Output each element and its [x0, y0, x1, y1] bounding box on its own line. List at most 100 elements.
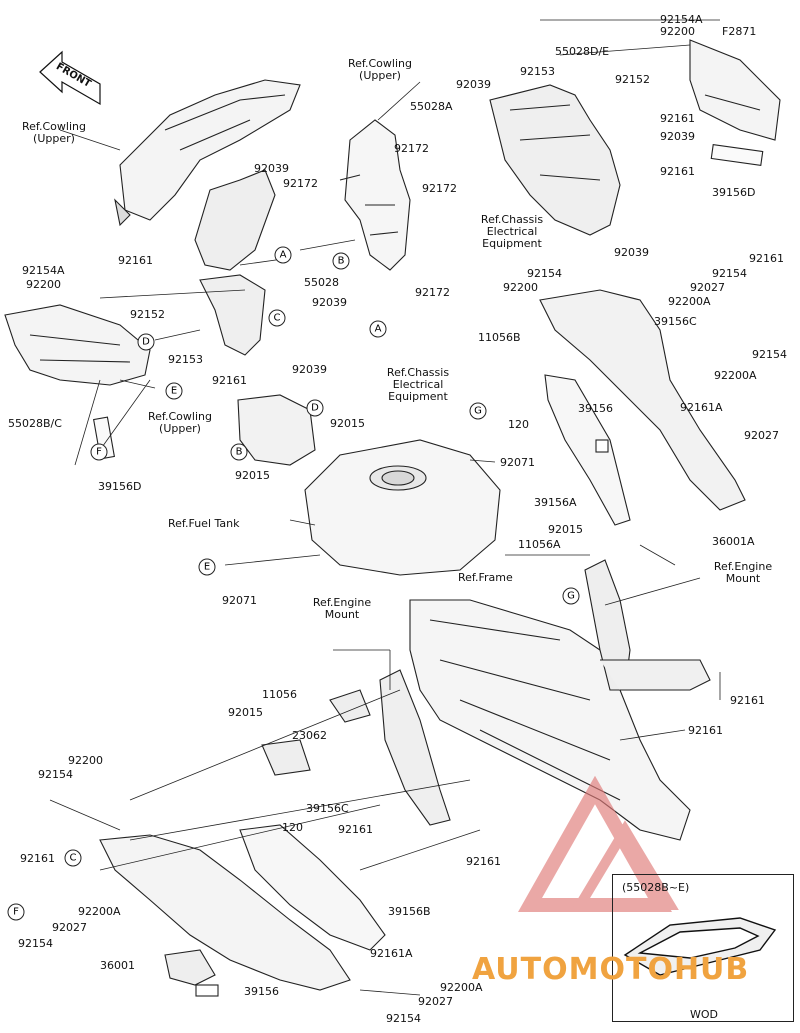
front-arrow-icon — [39, 50, 101, 106]
callout-e: E — [198, 558, 216, 576]
callout-b: B — [332, 252, 350, 270]
part-label: 55028D/E — [555, 45, 610, 58]
figure-code: F2871 — [722, 25, 757, 38]
part-label: 92200 — [503, 281, 538, 294]
part-label: 39156 — [578, 402, 613, 415]
part-label: 39156B — [388, 905, 431, 918]
part-label: 92027 — [52, 921, 87, 934]
part-label: 92154A — [660, 13, 703, 26]
inset-caption: (55028B~E) — [622, 881, 690, 894]
callout-a: A — [274, 246, 292, 264]
part-label: 92154 — [386, 1012, 421, 1025]
part-label: 23062 — [292, 729, 327, 742]
part-label: 92015 — [235, 469, 270, 482]
part-label: 92172 — [415, 286, 450, 299]
ref-label: Ref.Frame — [458, 571, 513, 584]
part-label: 92200 — [26, 278, 61, 291]
part-label: 92161 — [730, 694, 765, 707]
part-label: 92154 — [18, 937, 53, 950]
part-label: 36001 — [100, 959, 135, 972]
callout-g: G — [562, 587, 580, 605]
ref-label: Ref.Chassis Electrical Equipment — [480, 213, 544, 250]
part-label: 92172 — [394, 142, 429, 155]
part-label: 92200A — [440, 981, 483, 994]
part-label: 92027 — [418, 995, 453, 1008]
ref-label: Ref.Cowling (Upper) — [148, 410, 212, 435]
lower-side-cowl-part — [99, 824, 386, 997]
part-label: 92161 — [466, 855, 501, 868]
callout-b: B — [230, 443, 248, 461]
callout-f: F — [7, 903, 25, 921]
55028bc-part — [4, 304, 151, 460]
part-label: 92153 — [520, 65, 555, 78]
part-label: 92039 — [614, 246, 649, 259]
part-label: 92153 — [168, 353, 203, 366]
part-label: 92161 — [688, 724, 723, 737]
part-label: 120 — [508, 418, 529, 431]
part-label: 92161 — [660, 165, 695, 178]
upper-bracket-part — [339, 119, 411, 271]
part-label: 92200A — [668, 295, 711, 308]
bracket-11056-part — [261, 689, 371, 776]
part-label: 92039 — [312, 296, 347, 309]
part-label: 92161 — [20, 852, 55, 865]
ref-label: Ref.Engine Mount — [312, 596, 372, 621]
part-label: 55028A — [410, 100, 453, 113]
part-label: 92015 — [228, 706, 263, 719]
part-label: 92027 — [744, 429, 779, 442]
callout-c: C — [64, 849, 82, 867]
bracket-d-part — [237, 394, 316, 466]
part-label: 92161 — [118, 254, 153, 267]
fuel-tank-part — [304, 439, 501, 576]
part-label: 92161 — [338, 823, 373, 836]
part-label: 11056 — [262, 688, 297, 701]
inset-box — [612, 874, 794, 1022]
part-label: 39156 — [244, 985, 279, 998]
part-label: 92015 — [330, 417, 365, 430]
callout-g: G — [469, 402, 487, 420]
part-label: 36001A — [712, 535, 755, 548]
watermark-logo-icon — [518, 775, 679, 912]
part-label: 92154 — [712, 267, 747, 280]
part-label: 92039 — [456, 78, 491, 91]
upper-inner-cowl-part — [114, 79, 301, 356]
part-label: 92161A — [370, 947, 413, 960]
part-label: 92154 — [38, 768, 73, 781]
part-label: 92154A — [22, 264, 65, 277]
callout-d: D — [137, 333, 155, 351]
part-label: 39156D — [98, 480, 142, 493]
part-label: 92027 — [690, 281, 725, 294]
frame-part — [379, 559, 711, 841]
right-side-cowl-part — [539, 289, 746, 526]
part-label: 92161 — [212, 374, 247, 387]
inset-cowl-part — [623, 917, 777, 976]
55028a-part — [489, 84, 621, 236]
part-label: 92200 — [68, 754, 103, 767]
callout-d: D — [306, 399, 324, 417]
part-label: 39156D — [712, 186, 756, 199]
ref-label: Ref.Fuel Tank — [168, 517, 240, 530]
part-label: 92039 — [660, 130, 695, 143]
part-label: 92200A — [78, 905, 121, 918]
part-label: 92154 — [752, 348, 787, 361]
ref-label: Ref.Engine Mount — [713, 560, 773, 585]
upper-right-cowl-part — [689, 39, 781, 167]
part-label: 92172 — [422, 182, 457, 195]
part-label: 92039 — [254, 162, 289, 175]
part-label: 92152 — [615, 73, 650, 86]
part-label: 11056A — [518, 538, 561, 551]
callout-a: A — [369, 320, 387, 338]
watermark-text: AUTOMOTOHUB — [472, 952, 750, 987]
part-label: 39156A — [534, 496, 577, 509]
part-label: 11056B — [478, 331, 521, 344]
part-label: 92154 — [527, 267, 562, 280]
part-label: 92071 — [500, 456, 535, 469]
part-label: 92039 — [292, 363, 327, 376]
part-label: 92200A — [714, 369, 757, 382]
part-label: 92161A — [680, 401, 723, 414]
part-label: 120 — [282, 821, 303, 834]
part-label: 55028 — [304, 276, 339, 289]
part-label: 92015 — [548, 523, 583, 536]
part-label: 39156C — [306, 802, 349, 815]
